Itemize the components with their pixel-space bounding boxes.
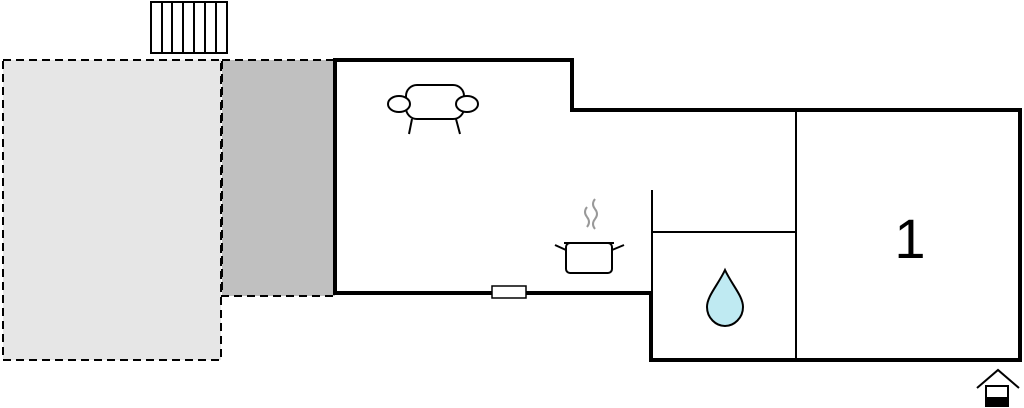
house-outer-wall (333, 58, 1022, 362)
cooking-pot-icon (554, 198, 625, 274)
window-icon (491, 285, 527, 299)
terrace-light-area (2, 59, 222, 361)
bedroom-number-label: 1 (894, 207, 925, 270)
terrace-dark-area (221, 59, 336, 297)
radiator-icon (150, 1, 228, 54)
entrance-icon (976, 368, 1020, 407)
sofa-icon (387, 84, 479, 135)
water-drop-icon (705, 267, 745, 328)
